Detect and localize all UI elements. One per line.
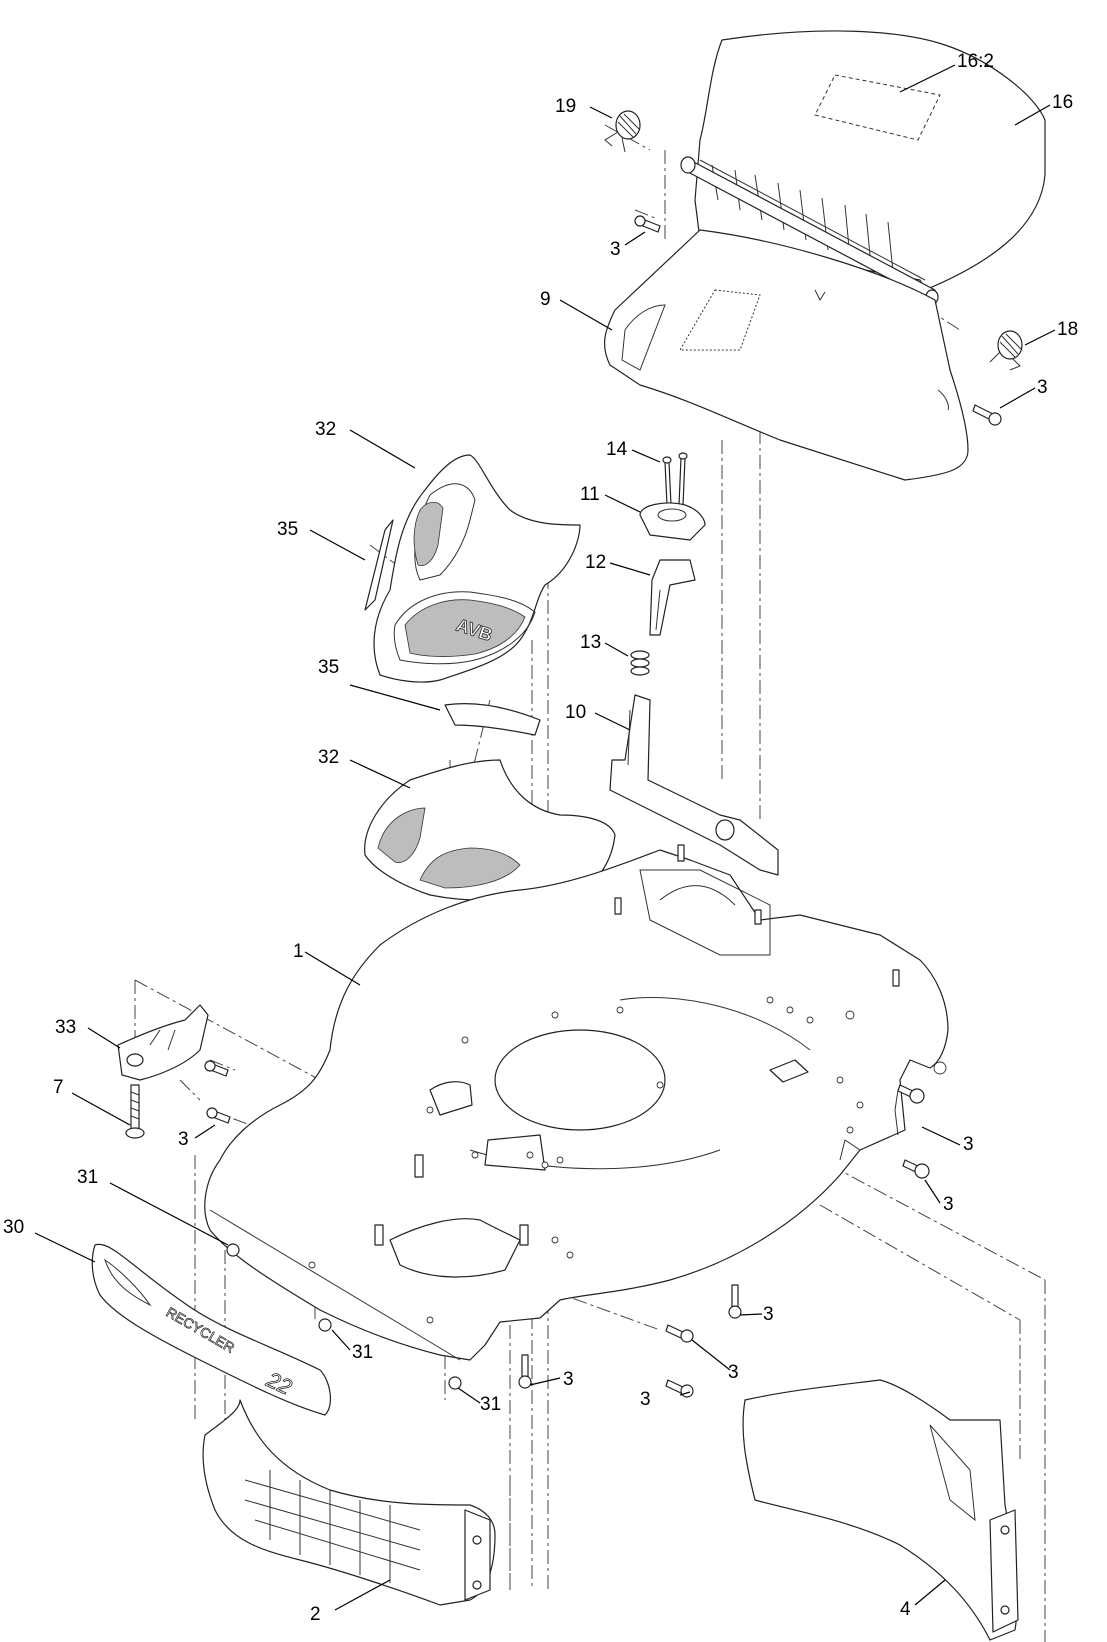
callout-9: 9: [540, 289, 551, 310]
part-18-spring: [989, 330, 1023, 371]
screw-3-deck-left-lower: [206, 1107, 231, 1124]
callout-3-h: 3: [563, 1369, 574, 1390]
screw-31-left: [226, 1243, 240, 1257]
part-13-spring: [630, 650, 650, 676]
callout-35-b: 35: [318, 657, 339, 678]
part-1-deck: [204, 844, 949, 1361]
part-32-upper-grill-cover: AVB: [373, 454, 581, 683]
callout-32-b: 32: [318, 747, 339, 768]
screw-3-upper-right: [972, 404, 1002, 426]
callout-3-e: 3: [943, 1194, 954, 1215]
callout-32-a: 32: [315, 419, 336, 440]
part-19-spring: [604, 110, 641, 153]
screw-3-deck-right-lower: [902, 1159, 930, 1179]
callout-3-a: 3: [610, 239, 621, 260]
screw-3-bottom-mid-upper: [665, 1324, 694, 1343]
callout-labels: 16:2 16 19 3 9 18 3 32 35 14 11 12 13 10…: [3, 51, 1078, 1625]
screw-3-bottom-right: [728, 1284, 742, 1319]
callout-30: 30: [3, 1217, 24, 1238]
callout-11: 11: [580, 484, 600, 505]
screw-3-bottom-mid-lower: [665, 1379, 694, 1398]
callout-35-a: 35: [277, 519, 298, 540]
callout-3-d: 3: [963, 1134, 974, 1155]
screw-31-right: [448, 1376, 462, 1390]
part-35-upper-strip: [364, 519, 394, 611]
callout-3-g: 3: [728, 1362, 739, 1383]
callout-16: 16: [1052, 92, 1073, 113]
part-33-bracket: [117, 1004, 209, 1081]
part-4-rear-chute: [742, 1379, 1019, 1641]
part-7-bolt: [125, 1084, 145, 1139]
part-12-slider: [649, 559, 696, 636]
callout-3-c: 3: [178, 1129, 189, 1150]
callout-3-f: 3: [763, 1304, 774, 1325]
part-35-lower-strip: [444, 703, 541, 736]
screw-3-bottom-left: [518, 1354, 532, 1389]
part-9-rear-flap: [603, 229, 969, 481]
callout-10: 10: [565, 702, 586, 723]
screw-3-upper-left: [634, 215, 661, 233]
leader-lines: [34, 64, 1056, 1611]
callout-3-i: 3: [640, 1389, 651, 1410]
callout-19: 19: [555, 96, 576, 117]
callout-3-b: 3: [1037, 377, 1048, 398]
callout-1: 1: [293, 941, 304, 962]
callout-33: 33: [55, 1017, 76, 1038]
callout-7: 7: [53, 1077, 64, 1098]
callout-18: 18: [1057, 319, 1078, 340]
part-11-knob: [639, 502, 706, 541]
callout-31-a: 31: [77, 1167, 98, 1188]
callout-31-c: 31: [480, 1394, 501, 1415]
screw-3-deck-right-upper: [897, 1084, 925, 1104]
callout-12: 12: [585, 552, 606, 573]
callout-31-b: 31: [352, 1342, 373, 1363]
callout-13: 13: [580, 632, 601, 653]
callout-2: 2: [310, 1604, 321, 1625]
screw-31-middle: [318, 1318, 332, 1332]
callout-16-2: 16:2: [957, 51, 994, 72]
part-2-front-skirt: [202, 1399, 496, 1606]
callout-14: 14: [606, 439, 628, 460]
part-10-height-lever: [609, 694, 779, 876]
part-32-lower-grill-cover: [364, 759, 616, 902]
screw-3-deck-left-upper: [204, 1060, 229, 1077]
callout-4: 4: [900, 1599, 911, 1620]
part-14-screws: [662, 452, 688, 506]
